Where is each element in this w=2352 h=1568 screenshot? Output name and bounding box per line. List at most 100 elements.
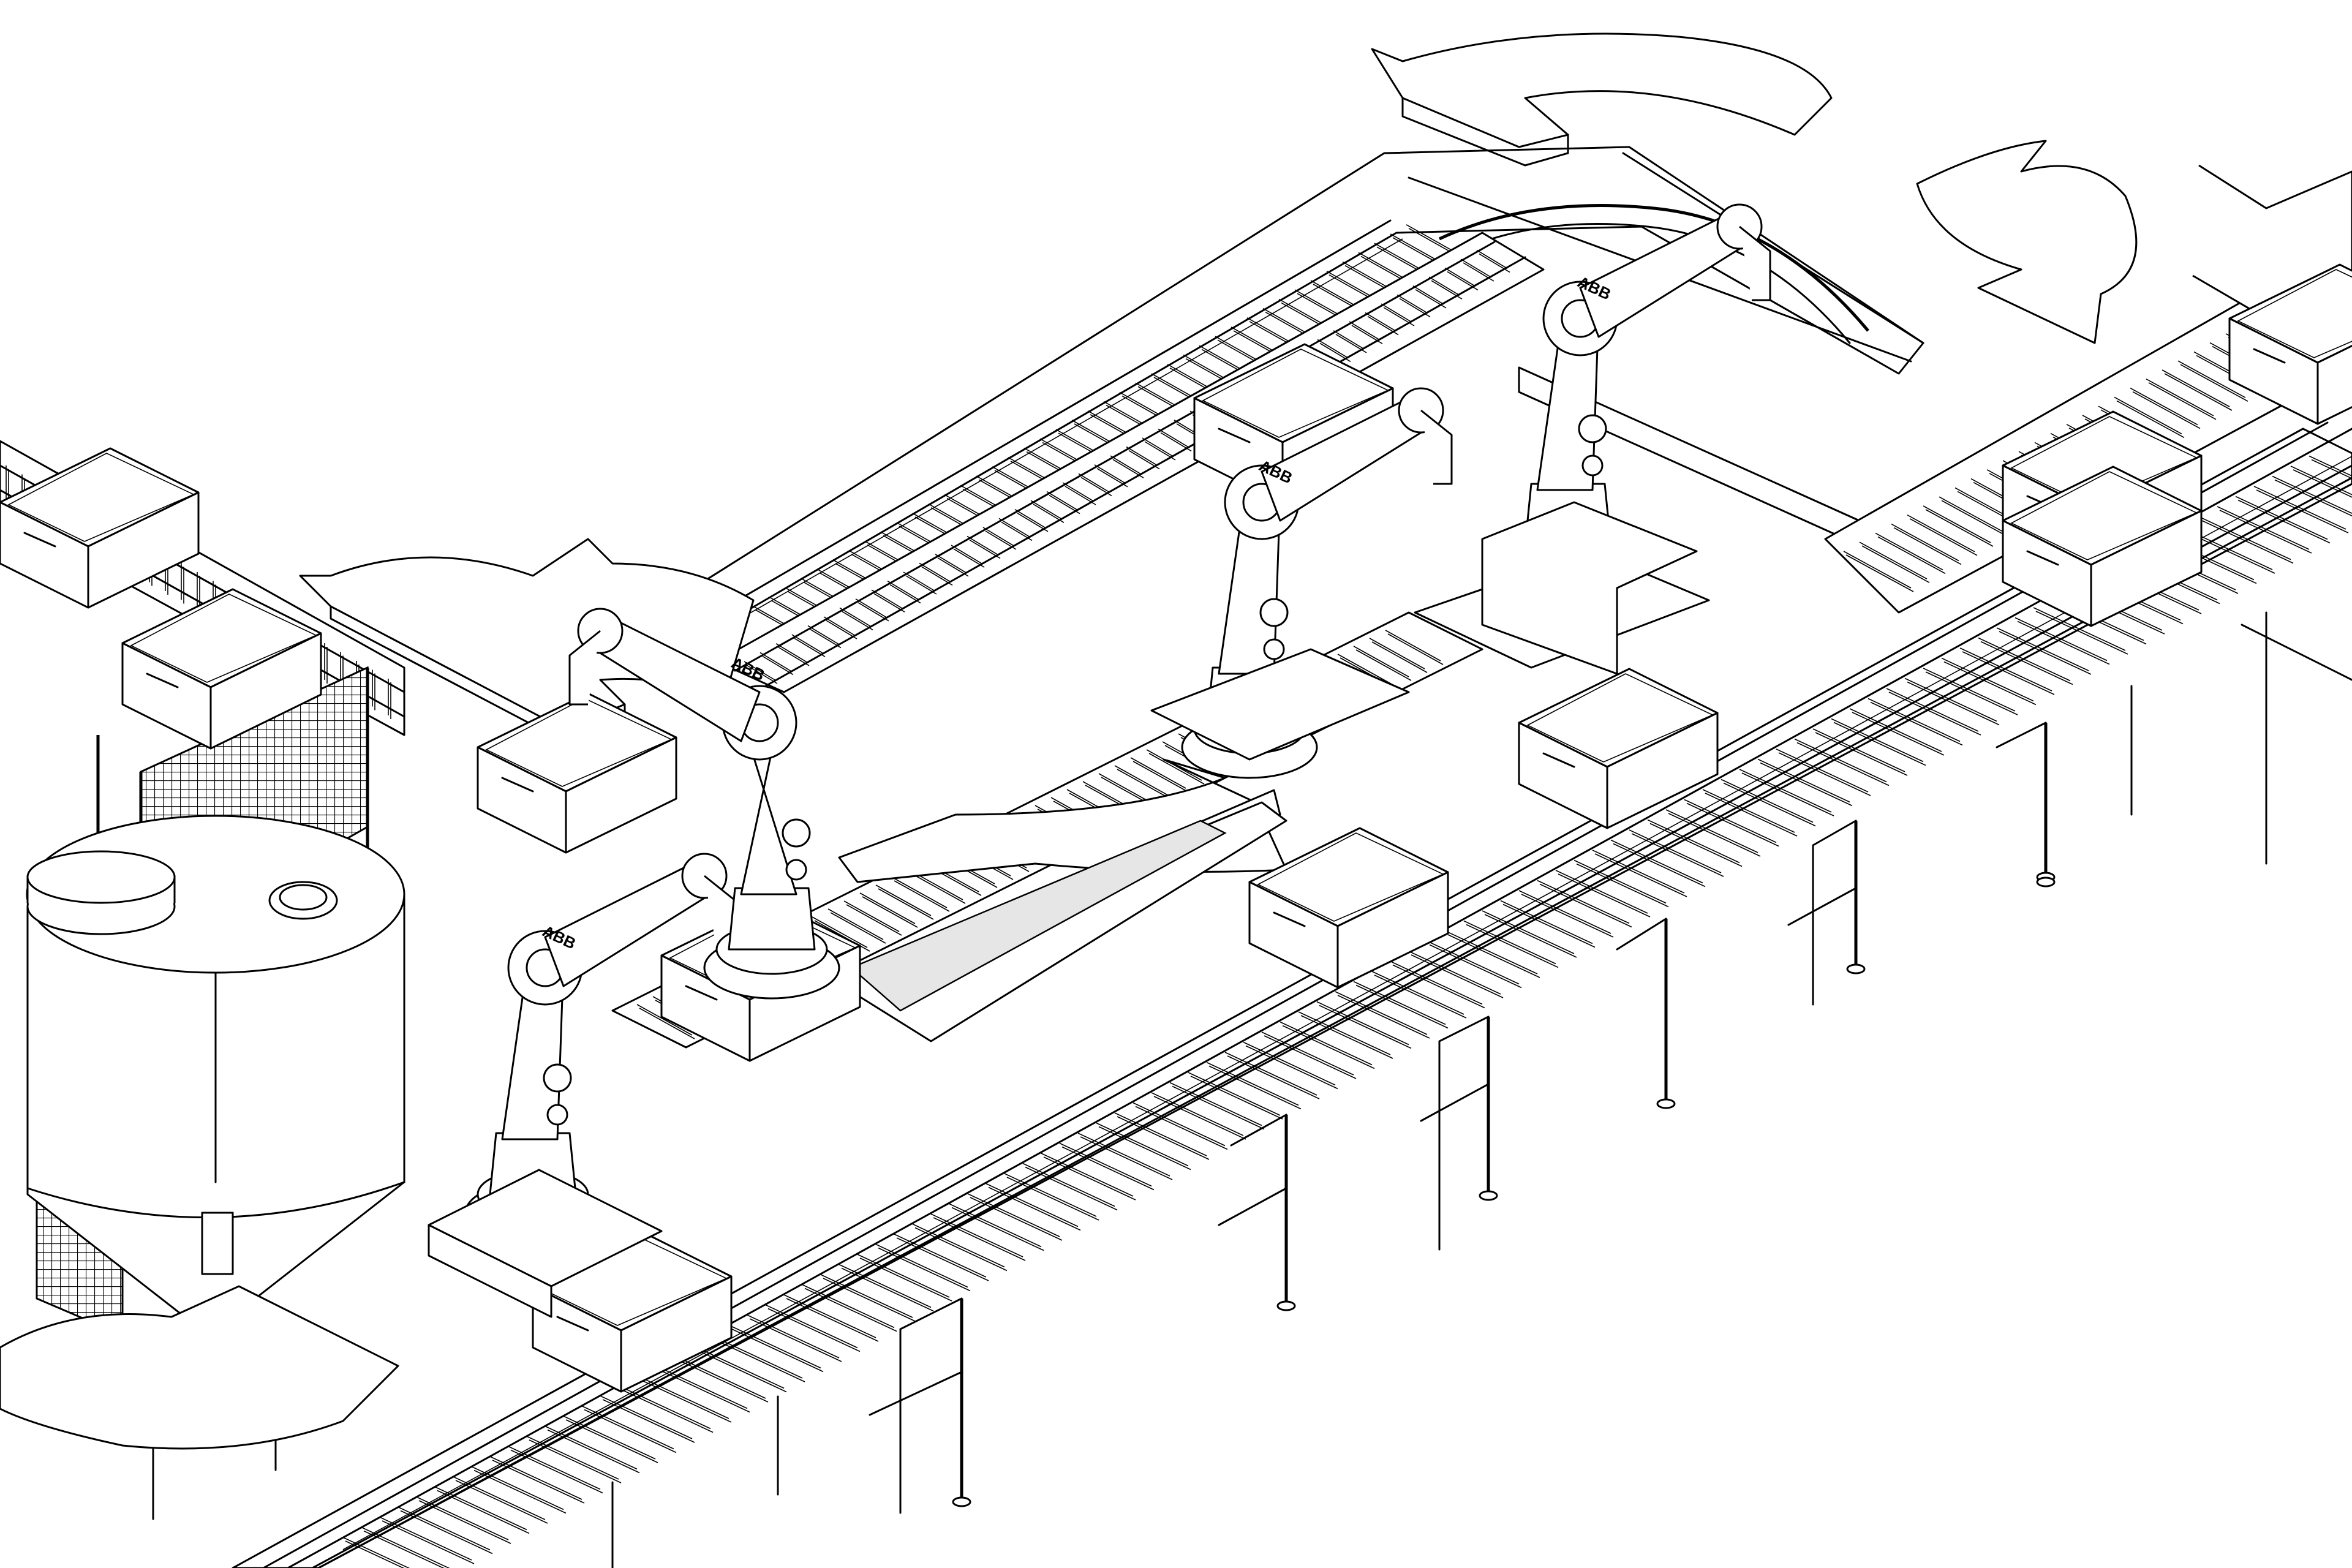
roller	[1923, 668, 2018, 715]
roller	[1476, 249, 1510, 273]
roller	[398, 1506, 493, 1555]
roller	[1463, 920, 1559, 968]
roller	[891, 876, 950, 912]
roller	[181, 563, 184, 604]
roller	[2114, 396, 2185, 439]
roller	[2177, 360, 2248, 402]
roller	[1142, 437, 1176, 461]
roller	[1096, 1122, 1191, 1170]
roller	[1261, 1031, 1357, 1079]
curved-arrow-icon-bottom	[0, 1285, 399, 1450]
box-icon	[532, 1231, 733, 1393]
roller	[765, 1304, 861, 1352]
roller	[1518, 890, 1614, 938]
roller	[1776, 748, 1871, 796]
roller	[342, 1537, 410, 1568]
roller	[1206, 1061, 1302, 1110]
roller	[1243, 1041, 1338, 1090]
roller	[526, 1436, 622, 1483]
roller	[843, 900, 902, 936]
roller	[1868, 698, 1963, 746]
roller	[1859, 541, 1930, 583]
roller	[1555, 870, 1651, 918]
roller	[1333, 330, 1367, 353]
roller	[1041, 1153, 1136, 1200]
hopper-tank	[26, 815, 405, 1520]
roller	[1371, 971, 1467, 1019]
roller	[967, 535, 1001, 559]
roller	[1939, 496, 2010, 538]
front-main-conveyor	[232, 421, 2352, 1568]
roller	[839, 1264, 934, 1312]
roller	[1298, 1011, 1393, 1059]
roller	[1427, 940, 1522, 989]
roller	[618, 1385, 714, 1433]
box-icon	[2002, 466, 2203, 627]
roller	[783, 1294, 879, 1342]
roller	[1849, 708, 1945, 756]
roller	[1014, 509, 1049, 532]
industrial-robot-icon: ABB	[568, 608, 840, 1000]
roller	[802, 1284, 897, 1332]
roller	[1316, 1001, 1412, 1049]
roller	[1904, 677, 2000, 726]
roller	[1629, 829, 1724, 877]
roller	[1396, 294, 1431, 318]
roller	[1224, 1052, 1320, 1099]
roller	[1445, 930, 1540, 978]
roller	[998, 518, 1033, 541]
roller	[655, 1365, 750, 1413]
roller	[1369, 638, 1428, 673]
roller	[744, 661, 778, 684]
roller	[2146, 379, 2217, 420]
roller	[1684, 799, 1779, 847]
roller	[372, 669, 375, 710]
roller	[1151, 1092, 1246, 1140]
roller	[2130, 387, 2201, 429]
roller	[1365, 312, 1399, 336]
roller	[1133, 1102, 1228, 1150]
work-table	[832, 801, 1287, 1042]
roller	[692, 1344, 787, 1393]
roller	[839, 607, 873, 631]
roller	[545, 1425, 640, 1474]
roller	[1482, 910, 1577, 958]
roller	[875, 884, 934, 920]
roller	[1610, 839, 1706, 888]
roller	[823, 616, 858, 639]
roller	[1923, 505, 1994, 547]
roller	[935, 554, 969, 577]
roller	[1996, 627, 2092, 675]
roller	[434, 1486, 530, 1534]
roller	[857, 1254, 952, 1302]
roller	[2217, 506, 2312, 554]
roller	[1907, 514, 1978, 556]
roller	[388, 679, 391, 719]
roller	[1647, 819, 1743, 867]
roller	[1004, 1173, 1099, 1221]
roller	[1046, 491, 1080, 514]
roller	[871, 589, 905, 612]
roller	[1126, 446, 1160, 470]
roller	[951, 545, 985, 568]
curved-arrow-icon-top	[1371, 32, 1833, 167]
roller	[1390, 960, 1485, 1009]
roller	[1030, 500, 1065, 523]
roller	[1886, 688, 1981, 736]
roller	[2162, 369, 2233, 411]
roller	[1721, 778, 1816, 827]
roller	[2033, 607, 2128, 655]
roller	[1444, 267, 1479, 291]
roller	[912, 1223, 1008, 1272]
roller	[930, 1213, 1026, 1261]
roller	[1665, 809, 1761, 857]
roller	[875, 1243, 971, 1292]
roller	[1739, 769, 1834, 816]
front-conveyor-legs	[611, 722, 2056, 1568]
roller	[1022, 1163, 1118, 1211]
roller	[807, 625, 842, 649]
box-icon	[477, 692, 677, 854]
roller	[1381, 303, 1415, 326]
roller	[1169, 1082, 1265, 1130]
roller	[747, 1314, 842, 1362]
